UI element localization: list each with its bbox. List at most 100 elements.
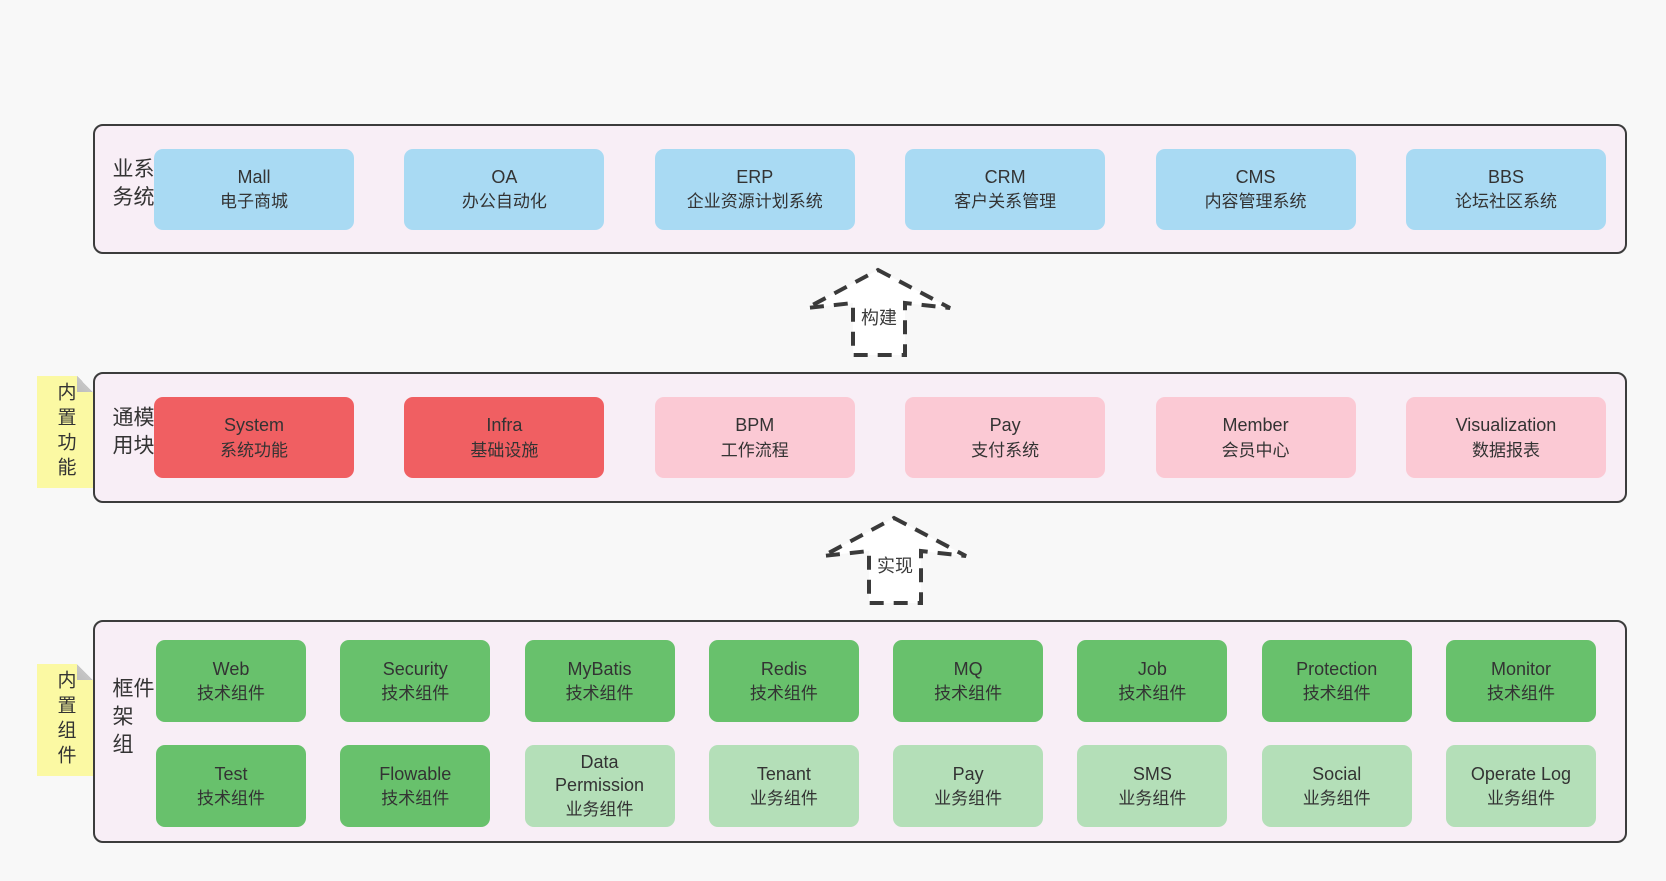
box-subtitle: 技术组件 bbox=[1302, 684, 1371, 704]
box-tenant-biz: Tenant 业务组件 bbox=[708, 745, 859, 827]
box-title: MyBatis bbox=[567, 658, 632, 679]
box-cms: CMS 内容管理系统 bbox=[1155, 148, 1356, 230]
arrow-label-build: 构建 bbox=[861, 308, 897, 328]
box-sms-biz: SMS 业务组件 bbox=[1077, 745, 1228, 827]
box-title: Pay bbox=[989, 415, 1021, 436]
box-erp: ERP 企业资源计划系统 bbox=[654, 148, 855, 230]
box-subtitle: 客户关系管理 bbox=[954, 192, 1057, 212]
box-subtitle: 技术组件 bbox=[1118, 684, 1187, 704]
box-title: MQ bbox=[953, 658, 983, 679]
box-security-tech: Security 技术组件 bbox=[340, 640, 491, 722]
box-test-tech: Test 技术组件 bbox=[156, 745, 306, 827]
layer-title-framework-components: 框架组件 bbox=[110, 676, 154, 761]
box-subtitle: 业务组件 bbox=[1118, 789, 1187, 809]
note-text: 内置功能 bbox=[54, 382, 76, 482]
dashed-up-arrow-implement-icon: 实现 bbox=[822, 515, 967, 605]
box-mq-tech: MQ 技术组件 bbox=[893, 640, 1044, 722]
box-title: Data Permission bbox=[555, 752, 645, 795]
box-title: Protection bbox=[1296, 658, 1378, 679]
box-title: Member bbox=[1222, 415, 1289, 436]
box-subtitle: 内容管理系统 bbox=[1204, 192, 1307, 212]
box-subtitle: 论坛社区系统 bbox=[1454, 192, 1557, 212]
box-subtitle: 业务组件 bbox=[934, 789, 1003, 809]
box-data-permission-biz: Data Permission 业务组件 bbox=[524, 745, 675, 827]
box-protection-tech: Protection 技术组件 bbox=[1261, 640, 1412, 722]
arrow-label-implement: 实现 bbox=[877, 556, 913, 576]
box-pay-biz: Pay 业务组件 bbox=[893, 745, 1044, 827]
box-subtitle: 办公自动化 bbox=[461, 192, 547, 212]
box-subtitle: 技术组件 bbox=[1486, 684, 1555, 704]
common-modules-container: 通用模块 System 系统功能 Infra 基础设施 BPM 工作流程 Pay… bbox=[93, 372, 1627, 503]
box-member: Member 会员中心 bbox=[1155, 397, 1356, 478]
box-title: Infra bbox=[486, 415, 523, 436]
box-subtitle: 数据报表 bbox=[1471, 440, 1540, 460]
box-title: System bbox=[223, 415, 284, 436]
box-subtitle: 技术组件 bbox=[934, 684, 1003, 704]
box-redis-tech: Redis 技术组件 bbox=[708, 640, 859, 722]
box-subtitle: 业务组件 bbox=[1486, 789, 1555, 809]
box-subtitle: 企业资源计划系统 bbox=[686, 192, 823, 212]
box-bbs: BBS 论坛社区系统 bbox=[1405, 148, 1606, 230]
box-subtitle: 技术组件 bbox=[381, 789, 450, 809]
common-modules-row: System 系统功能 Infra 基础设施 BPM 工作流程 Pay 支付系统… bbox=[154, 374, 1606, 501]
box-subtitle: 系统功能 bbox=[220, 440, 288, 460]
box-title: CRM bbox=[984, 166, 1026, 187]
box-subtitle: 技术组件 bbox=[197, 684, 265, 704]
business-systems-row: Mall 电子商城 OA 办公自动化 ERP 企业资源计划系统 CRM 客户关系… bbox=[154, 126, 1606, 252]
box-title: Security bbox=[382, 658, 448, 679]
box-title: BBS bbox=[1487, 166, 1524, 187]
box-monitor-tech: Monitor 技术组件 bbox=[1445, 640, 1596, 722]
box-visualization: Visualization 数据报表 bbox=[1405, 397, 1606, 478]
box-title: Flowable bbox=[379, 763, 452, 784]
box-subtitle: 技术组件 bbox=[197, 789, 265, 809]
box-infra: Infra 基础设施 bbox=[404, 397, 605, 478]
box-title: Redis bbox=[760, 658, 807, 679]
dashed-up-arrow-build-icon: 构建 bbox=[806, 267, 951, 357]
sticky-note-built-in-components: 内置组件 bbox=[37, 664, 93, 776]
box-oa: OA 办公自动化 bbox=[404, 148, 605, 230]
box-title: Monitor bbox=[1490, 658, 1551, 679]
box-job-tech: Job 技术组件 bbox=[1077, 640, 1228, 722]
box-subtitle: 业务组件 bbox=[749, 789, 818, 809]
box-subtitle: 技术组件 bbox=[565, 684, 634, 704]
layer-title-business-systems: 业务系统 bbox=[110, 157, 154, 214]
box-subtitle: 技术组件 bbox=[749, 684, 818, 704]
business-systems-container: 业务系统 Mall 电子商城 OA 办公自动化 ERP 企业资源计划系统 CRM… bbox=[93, 124, 1627, 254]
box-bpm: BPM 工作流程 bbox=[654, 397, 855, 478]
box-mall: Mall 电子商城 bbox=[154, 148, 354, 230]
box-title: Pay bbox=[952, 763, 984, 784]
box-title: Test bbox=[214, 763, 248, 784]
box-title: Mall bbox=[237, 166, 271, 187]
box-title: Job bbox=[1137, 658, 1167, 679]
layer-title-common-modules: 通用模块 bbox=[110, 405, 154, 462]
box-social-biz: Social 业务组件 bbox=[1261, 745, 1412, 827]
tech-components-row: Web 技术组件 Security 技术组件 MyBatis 技术组件 Redi… bbox=[156, 640, 1596, 722]
box-subtitle: 会员中心 bbox=[1221, 440, 1290, 460]
framework-components-container: 框架组件 Web 技术组件 Security 技术组件 MyBatis 技术组件… bbox=[93, 620, 1627, 843]
box-mybatis-tech: MyBatis 技术组件 bbox=[524, 640, 675, 722]
note-text: 内置组件 bbox=[54, 670, 76, 770]
box-subtitle: 电子商城 bbox=[220, 192, 288, 212]
box-subtitle: 业务组件 bbox=[565, 800, 634, 820]
box-title: Tenant bbox=[756, 763, 811, 784]
biz-components-row: Test 技术组件 Flowable 技术组件 Data Permission … bbox=[156, 745, 1596, 827]
box-operate-log-biz: Operate Log 业务组件 bbox=[1445, 745, 1596, 827]
box-flowable-tech: Flowable 技术组件 bbox=[340, 745, 491, 827]
box-title: Operate Log bbox=[1470, 763, 1571, 784]
folded-corner-icon bbox=[77, 664, 93, 680]
box-crm: CRM 客户关系管理 bbox=[905, 148, 1106, 230]
box-title: OA bbox=[491, 166, 518, 187]
box-title: Visualization bbox=[1455, 415, 1557, 436]
box-web-tech: Web 技术组件 bbox=[156, 640, 306, 722]
box-title: Web bbox=[212, 658, 250, 679]
box-subtitle: 基础设施 bbox=[470, 440, 539, 460]
box-subtitle: 工作流程 bbox=[720, 440, 789, 460]
box-subtitle: 支付系统 bbox=[971, 440, 1040, 460]
box-subtitle: 技术组件 bbox=[381, 684, 450, 704]
box-title: ERP bbox=[736, 166, 774, 187]
box-system: System 系统功能 bbox=[154, 397, 354, 478]
sticky-note-built-in-features: 内置功能 bbox=[37, 376, 93, 488]
folded-corner-icon bbox=[77, 376, 93, 392]
box-title: BPM bbox=[735, 415, 775, 436]
box-subtitle: 业务组件 bbox=[1302, 789, 1371, 809]
